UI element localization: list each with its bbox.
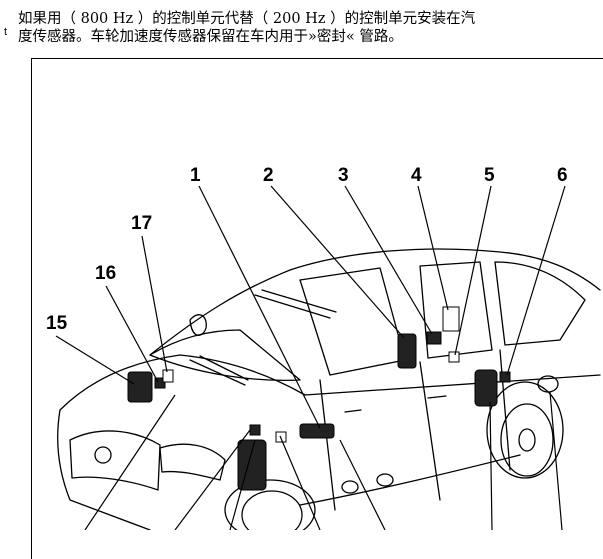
side-marker-2 (376, 473, 394, 487)
car-grille (69, 430, 161, 491)
callout-2: 2 (263, 165, 274, 186)
callout-17: 17 (131, 213, 153, 234)
leader-5 (454, 185, 492, 356)
fuel-cap (537, 375, 559, 393)
leader-15 (55, 335, 135, 385)
leader-6 (506, 185, 566, 376)
car-rear-door-window (419, 261, 493, 359)
bullet-marker: t (4, 26, 8, 38)
leader-bottom-f (489, 401, 493, 530)
callout-4: 4 (411, 165, 422, 186)
leader-bottom-g (549, 391, 563, 530)
component-6-sensor (499, 371, 511, 383)
component-16-sensor (154, 377, 166, 389)
rear-wheel (500, 403, 554, 477)
car-headlight (159, 443, 226, 481)
leader-2 (270, 185, 405, 339)
car-body-line (304, 374, 601, 396)
component-3-sensor (426, 331, 442, 345)
leader-bottom-e (339, 439, 386, 530)
car-roof-rack (254, 289, 337, 319)
caption-line-1: 如果用（ 800 Hz ）的控制单元代替（ 200 Hz ）的控制单元安装在汽 (18, 11, 476, 27)
component-17-sensor (162, 369, 174, 383)
leader-bottom-c (229, 439, 256, 530)
leader-bottom-a (84, 394, 176, 530)
caption-line-2: 度传感器。车轮加速度传感器保留在车内用于»密封« 管路。 (18, 29, 403, 45)
rear-wheel-hub (518, 428, 536, 452)
leader-bottom-b (174, 429, 251, 530)
figure-frame (31, 58, 603, 559)
front-wheel-arch (224, 479, 316, 530)
component-1-control-unit (299, 423, 335, 439)
car-door-lines (319, 349, 511, 511)
car-rear-window (494, 261, 586, 346)
callout-3: 3 (338, 165, 349, 186)
car-wiper (189, 355, 249, 386)
leader-bottom-d (279, 435, 321, 530)
leader-4 (417, 185, 449, 311)
front-strut (237, 439, 267, 491)
car-mirror (189, 314, 207, 336)
component-4-module (442, 306, 460, 332)
car-roof-outline (149, 248, 601, 356)
rear-wheel-arch (486, 381, 564, 479)
front-sensor (249, 424, 261, 436)
car-hood (59, 354, 306, 411)
front-wheel (241, 490, 303, 530)
component-15-strut (127, 371, 153, 403)
callout-6: 6 (557, 165, 568, 186)
rear-strut (474, 369, 498, 407)
callout-15: 15 (46, 313, 68, 334)
car-illustration (55, 185, 601, 530)
side-marker (341, 480, 359, 494)
callout-5: 5 (484, 165, 495, 186)
car-badge (94, 446, 112, 464)
callout-1: 1 (190, 165, 201, 186)
leader-16 (105, 285, 159, 383)
leader-3 (344, 185, 433, 335)
component-5-sensor (448, 351, 460, 363)
leader-1 (198, 185, 321, 429)
car-front-fascia (57, 409, 151, 530)
component-2-strut (397, 333, 417, 369)
leader-17 (141, 235, 168, 373)
caption-text: 如果用（ 800 Hz ）的控制单元代替（ 200 Hz ）的控制单元安装在汽 … (18, 10, 603, 46)
callout-16: 16 (95, 263, 117, 284)
car-windshield (149, 329, 301, 381)
car-door-handle (344, 395, 447, 413)
